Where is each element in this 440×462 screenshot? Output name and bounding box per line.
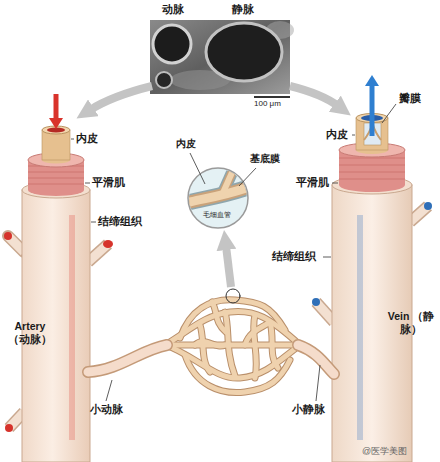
scale-bar-label: 100 μm (254, 99, 281, 109)
vessel-label: 静脉 (232, 3, 254, 17)
part-label: 结缔组织 (98, 215, 142, 229)
part-label: 结缔组织 (272, 250, 316, 264)
vessel-label: 动脉 (162, 3, 184, 17)
part-label: 瓣膜 (399, 92, 421, 106)
part-label: 基底膜 (250, 153, 280, 166)
vessel-label: 小静脉 (292, 403, 325, 417)
leader-lines (71, 104, 396, 401)
capillary-bed (88, 289, 334, 393)
part-label: 平滑肌 (92, 176, 125, 190)
part-label: 内皮 (176, 138, 196, 151)
capillary-label: 毛细血管 (203, 211, 231, 220)
micrograph (150, 20, 294, 97)
part-label: 平滑肌 (296, 176, 329, 190)
vessel-name: Vein （静脉） (385, 310, 437, 336)
vessel-name: Artery （动脉） (4, 320, 56, 346)
pointer-arrows (90, 86, 338, 287)
capillary-zoom (186, 168, 252, 228)
part-label: 内皮 (76, 132, 98, 146)
vessel-label: 小动脉 (90, 403, 123, 417)
part-label: 内皮 (326, 128, 348, 142)
vein-illustration (312, 75, 432, 462)
watermark: @医学美图 (362, 446, 407, 457)
